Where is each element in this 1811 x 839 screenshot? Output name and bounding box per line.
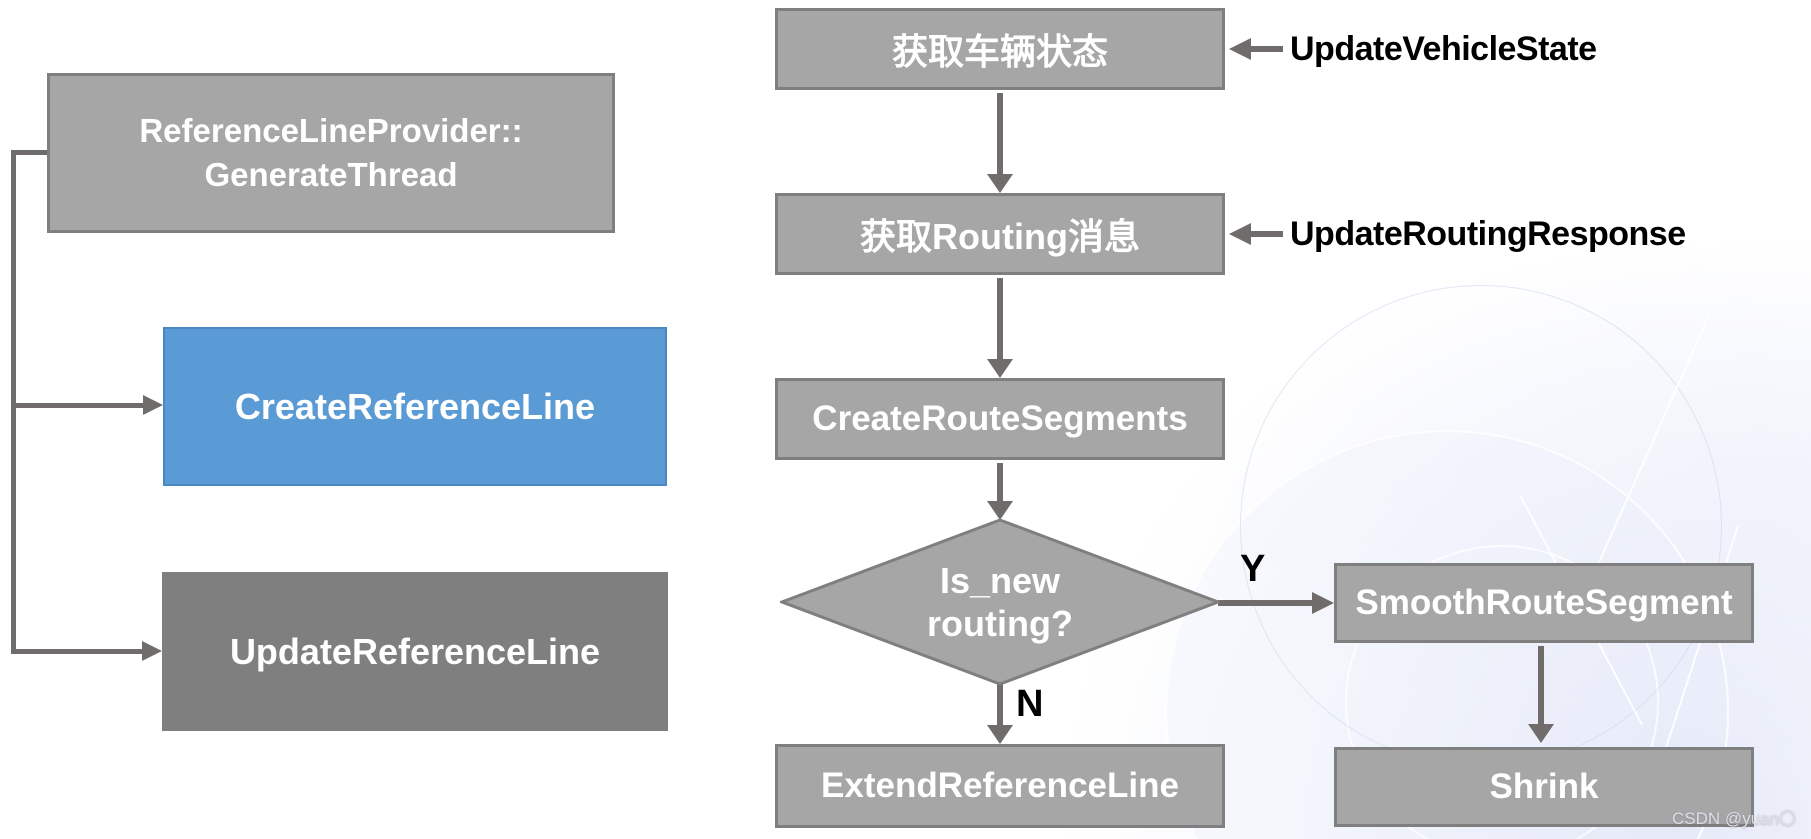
yes-branch-label: Y [1240,548,1266,590]
connector-to-update-line [14,649,142,654]
node-create-route-segments: CreateRouteSegments [775,378,1225,460]
node-extend-reference-line-label: ExtendReferenceLine [821,766,1179,805]
connector-to-create-line [14,403,143,408]
arrowhead-a-b [987,174,1013,193]
update-routing-response-label: UpdateRoutingResponse [1290,215,1686,253]
update-vehicle-state-label: UpdateVehicleState [1290,30,1597,68]
connector-yes-branch [1218,600,1312,606]
arrowhead-to-update [142,641,162,661]
node-get-vehicle-state: 获取车辆状态 [775,8,1225,90]
node-generate-thread-label: ReferenceLineProvider:: GenerateThread [139,112,523,193]
bracket-top-line [14,150,47,155]
connector-a-b [997,93,1003,175]
connector-update-vehicle-state [1251,46,1283,52]
node-create-reference-line-label: CreateReferenceLine [234,385,596,427]
arrowhead-smooth-shrink [1528,724,1554,743]
node-get-vehicle-state-label: 获取车辆状态 [891,31,1108,72]
node-smooth-route-segment: SmoothRouteSegment [1334,563,1754,643]
bracket-vertical-line [11,150,16,654]
node-extend-reference-line: ExtendReferenceLine [775,744,1225,828]
node-get-routing-message-label: 获取Routing消息 [860,216,1140,257]
node-get-routing-message: 获取Routing消息 [775,193,1225,275]
arrowhead-b-c [987,359,1013,378]
arrowhead-yes-branch [1312,592,1334,614]
arrowhead-update-routing-response [1229,223,1251,245]
connector-c-decision [997,463,1003,502]
connector-smooth-shrink [1538,646,1544,725]
arrowhead-c-decision [987,501,1013,520]
connector-b-c [997,278,1003,360]
arrowhead-to-create [143,395,163,415]
node-shrink-label: Shrink [1489,767,1599,806]
no-branch-label: N [1016,683,1044,725]
node-update-reference-line-label: UpdateReferenceLine [229,630,601,672]
node-create-reference-line: CreateReferenceLine [163,327,667,486]
background-arc [1240,285,1722,767]
node-shrink: Shrink [1334,747,1754,827]
csdn-watermark: CSDN @yuan〇 [1671,809,1796,828]
node-create-route-segments-label: CreateRouteSegments [812,399,1188,438]
node-smooth-route-segment-label: SmoothRouteSegment [1355,583,1733,622]
connector-no-branch [997,684,1003,726]
arrowhead-no-branch [987,725,1013,744]
connector-update-routing-response [1251,231,1283,237]
node-generate-thread: ReferenceLineProvider:: GenerateThread [47,73,615,233]
decision-diamond-label: Is_new routing? [927,559,1073,644]
arrowhead-update-vehicle-state [1229,38,1251,60]
decision-diamond [780,518,1220,686]
node-update-reference-line: UpdateReferenceLine [162,572,668,731]
